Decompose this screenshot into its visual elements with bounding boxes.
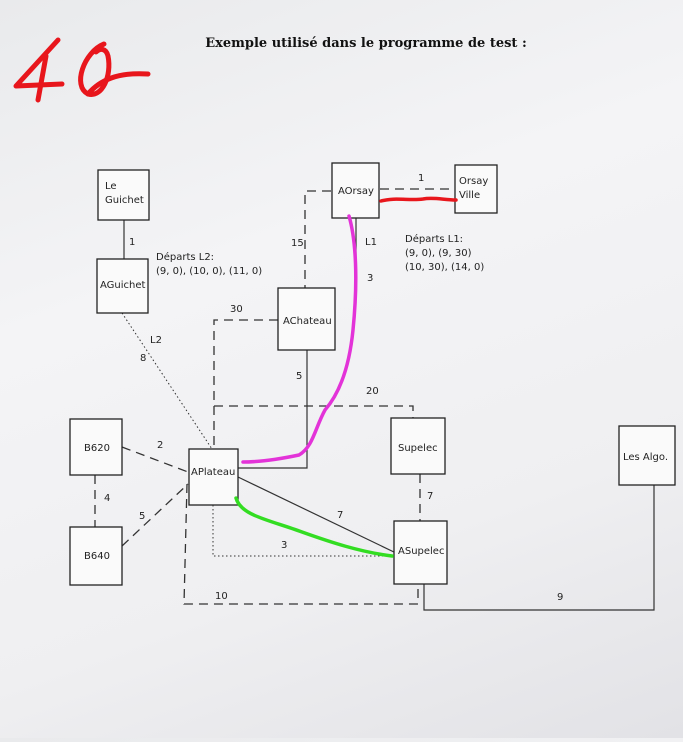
node-label: Guichet — [105, 195, 144, 206]
highlighted-paths — [234, 196, 458, 558]
edge-label-aorsay-orsayville: 1 — [418, 173, 424, 184]
node-b620: B620 — [69, 418, 123, 476]
edge-label-b620-b640: 4 — [104, 493, 110, 504]
edge-aplateau-asupelec-dashed — [183, 483, 419, 605]
node-aplateau: APlateau — [188, 448, 239, 506]
edge-label-aplateau-asupelec-dashed: 10 — [215, 591, 228, 602]
node-label: Le — [105, 181, 117, 192]
edge-label-l2: L2 — [150, 335, 162, 346]
node-les-algo: Les Algo. — [618, 425, 676, 486]
node-label: B620 — [84, 443, 110, 454]
node-label: AChateau — [283, 316, 332, 327]
departures-l2-title: Départs L2: — [156, 251, 214, 263]
node-label: Orsay — [459, 176, 488, 187]
edge-label-achateau-aplateau: 5 — [296, 371, 302, 382]
node-label: AGuichet — [100, 280, 146, 291]
departures-l1-times-1: (9, 0), (9, 30) — [405, 248, 472, 259]
edge-aorsay-achateau — [304, 190, 331, 288]
edge-label-asupelec-lesalgo: 9 — [557, 592, 563, 603]
node-supelec: Supelec — [390, 417, 446, 475]
node-label: B640 — [84, 551, 110, 562]
edges — [94, 188, 655, 611]
edge-aguichet-aplateau — [121, 312, 213, 450]
edge-label-achateau-aplateau-dashed: 30 — [230, 304, 243, 315]
departures-l2-times: (9, 0), (10, 0), (11, 0) — [156, 266, 262, 277]
departures-l1-title: Départs L1: — [405, 233, 463, 245]
node-achateau: AChateau — [277, 287, 336, 351]
node-asupelec: ASupelec — [393, 520, 448, 585]
page-title: Exemple utilisé dans le programme de tes… — [205, 36, 527, 51]
node-label: Ville — [459, 190, 480, 201]
edge-label-guichet-aguichet: 1 — [129, 237, 135, 248]
edge-achateau-aplateau-dashed — [213, 319, 278, 449]
node-label: Les Algo. — [623, 452, 668, 463]
edge-label-plateau-supelec: 20 — [366, 386, 379, 397]
node-label: APlateau — [191, 467, 235, 478]
departures-l1-times-2: (10, 30), (14, 0) — [405, 262, 484, 273]
node-label: AOrsay — [338, 186, 374, 197]
node-orsay-ville: Orsay Ville — [454, 164, 498, 214]
handwritten-mark — [13, 37, 151, 103]
highlight-red-path — [379, 196, 458, 203]
edge-label-aguichet-aplateau: 8 — [140, 353, 146, 364]
edge-asupelec-lesalgo — [423, 485, 655, 611]
departures-l2: Départs L2: (9, 0), (10, 0), (11, 0) — [156, 251, 262, 277]
node-le-guichet: Le Guichet — [97, 169, 150, 221]
edge-label-aplateau-asupelec: 7 — [337, 510, 343, 521]
edge-label-b640-aplateau: 5 — [139, 511, 145, 522]
edge-aplateau-asupelec-dotted — [212, 505, 394, 557]
edge-b640-aplateau — [121, 483, 189, 547]
nodes: Le Guichet AGuichet AOrsay Orsay Ville A… — [69, 162, 676, 586]
edge-aplateau-asupelec — [237, 476, 397, 554]
edge-label-b620-aplateau: 2 — [157, 440, 163, 451]
edge-label-supelec-asupelec: 7 — [427, 491, 433, 502]
departures-l1: Départs L1: (9, 0), (9, 30) (10, 30), (1… — [405, 233, 484, 273]
node-label: ASupelec — [398, 546, 444, 557]
edge-b620-aplateau — [121, 446, 189, 473]
edge-achateau-aplateau — [238, 350, 308, 469]
edge-labels: 1 1 15 L1 3 30 5 L2 8 20 2 4 5 7 7 3 10 … — [104, 173, 563, 603]
edge-label-l1-weight: 3 — [367, 273, 373, 284]
node-aguichet: AGuichet — [96, 258, 149, 314]
node-aorsay: AOrsay — [331, 162, 380, 219]
highlight-magenta-path — [241, 214, 358, 464]
highlight-green-path — [234, 496, 394, 558]
node-label: Supelec — [398, 443, 438, 454]
node-b640: B640 — [69, 526, 123, 586]
edge-label-aplateau-asupelec-dotted: 3 — [281, 540, 287, 551]
edge-label-l1: L1 — [365, 237, 377, 248]
edge-label-aorsay-achateau: 15 — [291, 238, 304, 249]
edge-plateau-supelec — [214, 405, 414, 418]
